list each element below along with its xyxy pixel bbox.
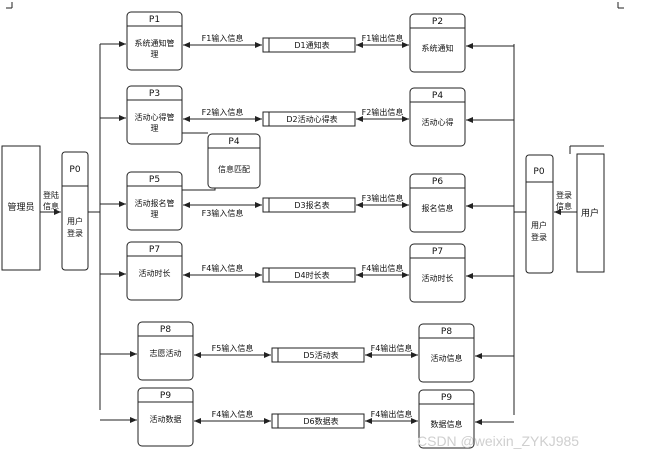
process-id: P6: [432, 177, 443, 187]
flow-in-label: F1输入信息: [202, 33, 244, 43]
p0-left-id: P0: [69, 165, 80, 175]
process-label: 理: [151, 124, 159, 133]
process-p4-right: P4 活动心得: [409, 87, 466, 147]
flow-in-label: F4输入信息: [212, 409, 254, 419]
process-p8-left: P8 志愿活动: [137, 321, 194, 381]
data-store-label: D6数据表: [303, 416, 338, 426]
process-label: 理: [151, 50, 159, 59]
match-id: P4: [228, 137, 239, 147]
process-id: P8: [441, 327, 452, 337]
data-store-label: D5活动表: [303, 350, 338, 360]
process-id: P5: [149, 175, 160, 185]
p0-left-label-2: 登录: [67, 228, 83, 238]
data-store-6: D6数据表: [271, 413, 365, 429]
data-store-label: D1通知表: [294, 40, 329, 50]
data-store-3: D3报名表: [262, 197, 356, 213]
process-label: 数据信息: [431, 419, 463, 429]
process-label: 活动信息: [431, 353, 463, 363]
process-label: 系统通知管: [135, 38, 175, 48]
external-entity-user: 用户: [569, 145, 605, 273]
process-label: 理: [151, 210, 159, 219]
process-id: P7: [432, 247, 443, 257]
process-id: P8: [160, 325, 171, 335]
flow-out-label: F4输出信息: [362, 263, 404, 273]
data-store-2: D2活动心得表: [262, 111, 356, 127]
corner-mark-left: [6, 2, 13, 9]
data-store-label: D4时长表: [294, 270, 329, 280]
flow-out-label: F4输出信息: [371, 409, 413, 419]
process-p0-right: P0 用户 登录: [525, 154, 554, 274]
data-store-label: D3报名表: [294, 200, 329, 210]
flow-out-label: F2输出信息: [362, 107, 404, 117]
flow-out-label: F3输出信息: [362, 193, 404, 203]
watermark: CSDN @weixin_ZYKJ985: [417, 433, 579, 449]
p0-right-label-2: 登录: [531, 232, 547, 242]
user-login-flow-label-2: 信息: [556, 201, 572, 211]
external-entity-admin: 管理员: [1, 145, 41, 271]
process-id: P9: [160, 391, 171, 401]
data-store-5: D5活动表: [271, 347, 365, 363]
process-label: 活动时长: [422, 273, 454, 283]
p0-left-label-1: 用户: [67, 216, 83, 226]
user-login-flow-label-1: 登录: [556, 190, 572, 200]
match-label: 信息匹配: [218, 164, 250, 174]
p5-to-match-line: [182, 188, 216, 191]
process-p8-right: P8 活动信息: [418, 323, 475, 383]
process-p2-right: P2 系统通知: [409, 13, 466, 73]
process-id: P1: [149, 15, 160, 25]
process-p4-match: P4 信息匹配: [207, 133, 261, 189]
process-label: 志愿活动: [150, 348, 182, 358]
process-id: P2: [432, 17, 443, 27]
admin-label: 管理员: [7, 201, 34, 213]
process-label: 活动心得: [422, 117, 454, 127]
corner-mark-right: [617, 2, 624, 9]
process-id: P9: [441, 393, 452, 403]
process-id: P7: [149, 245, 160, 255]
flow-out-label: F4输出信息: [371, 343, 413, 353]
process-p0-left: P0 用户 登录: [61, 151, 89, 271]
process-id: P3: [149, 89, 160, 99]
p0-right-id: P0: [533, 167, 544, 177]
flow-in-label: F3输入信息: [202, 208, 244, 218]
flow-out-label: F1输出信息: [362, 33, 404, 43]
flow-in-label: F4输入信息: [202, 263, 244, 273]
process-p9-right: P9 数据信息: [418, 389, 475, 449]
admin-login-flow-label-1: 登陆: [43, 190, 59, 200]
process-p7-right: P7 活动时长: [409, 243, 466, 303]
process-label: 活动心得管: [135, 112, 175, 122]
data-store-label: D2活动心得表: [286, 114, 337, 124]
flow-in-label: F5输入信息: [212, 343, 254, 353]
process-label: 活动时长: [139, 268, 171, 278]
process-p7-left: P7 活动时长: [126, 241, 183, 301]
process-id: P4: [432, 91, 443, 101]
process-label: 报名信息: [422, 203, 454, 213]
data-store-1: D1通知表: [262, 37, 356, 53]
data-store-4: D4时长表: [262, 267, 356, 283]
process-p9-left: P9 活动数据: [137, 387, 194, 447]
user-label: 用户: [581, 207, 599, 219]
flow-in-label: F2输入信息: [202, 107, 244, 117]
process-label: 活动数据: [150, 414, 182, 424]
process-p6-right: P6 报名信息: [409, 173, 466, 233]
process-label: 活动报名管: [135, 198, 175, 208]
admin-login-flow-label-2: 信息: [43, 201, 59, 211]
p0-right-label-1: 用户: [531, 220, 547, 230]
process-label: 系统通知: [422, 43, 454, 53]
